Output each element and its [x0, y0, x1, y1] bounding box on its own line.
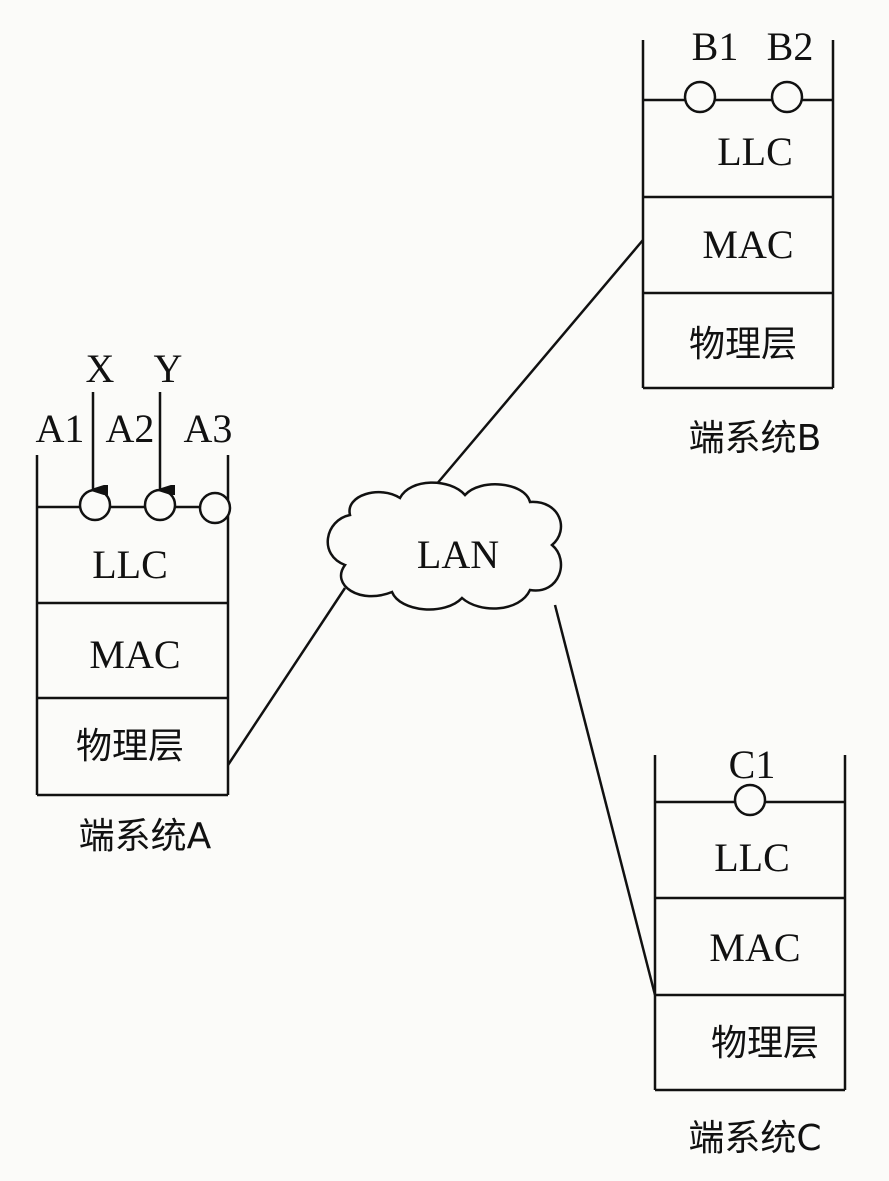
lan-cloud: LAN [326, 481, 563, 611]
sap-a2 [143, 488, 177, 522]
system-c-name: 端系统C [688, 1118, 821, 1159]
sap-a2-label: A2 [106, 406, 155, 451]
sap-a1 [78, 488, 112, 522]
link-a-lan [226, 587, 347, 766]
sap-c1 [733, 783, 767, 817]
layer-physical: 物理层 [711, 1023, 819, 1064]
system-a-name: 端系统A [79, 816, 212, 857]
sap-b2 [770, 80, 804, 114]
system-b-name: 端系统B [689, 418, 822, 459]
layer-mac: MAC [709, 925, 800, 970]
layer-llc: LLC [92, 542, 168, 587]
user-x: X [86, 346, 115, 391]
user-y: Y [154, 346, 183, 391]
link-c-lan [553, 604, 657, 996]
sap-b1-label: B1 [692, 24, 739, 69]
sap-a1-label: A1 [36, 406, 85, 451]
end-system-c: C1 LLC MAC 物理层 端系统C [653, 742, 847, 1159]
sap-a3-label: A3 [184, 406, 233, 451]
lan-label: LAN [417, 532, 499, 577]
layer-llc: LLC [714, 835, 790, 880]
layer-mac: MAC [89, 632, 180, 677]
link-b-lan [429, 239, 644, 493]
layer-physical: 物理层 [76, 726, 184, 767]
end-system-a: X Y A1 A2 A3 LLC MAC 物理层 端系统A [36, 346, 233, 857]
sap-c1-label: C1 [729, 742, 776, 787]
sap-b2-label: B2 [767, 24, 814, 69]
sap-b1 [683, 80, 717, 114]
layer-llc: LLC [717, 129, 793, 174]
sap-a3 [198, 491, 232, 525]
layer-mac: MAC [702, 222, 793, 267]
layer-physical: 物理层 [689, 324, 797, 365]
end-system-b: B1 B2 LLC MAC 物理层 端系统B [641, 24, 835, 459]
